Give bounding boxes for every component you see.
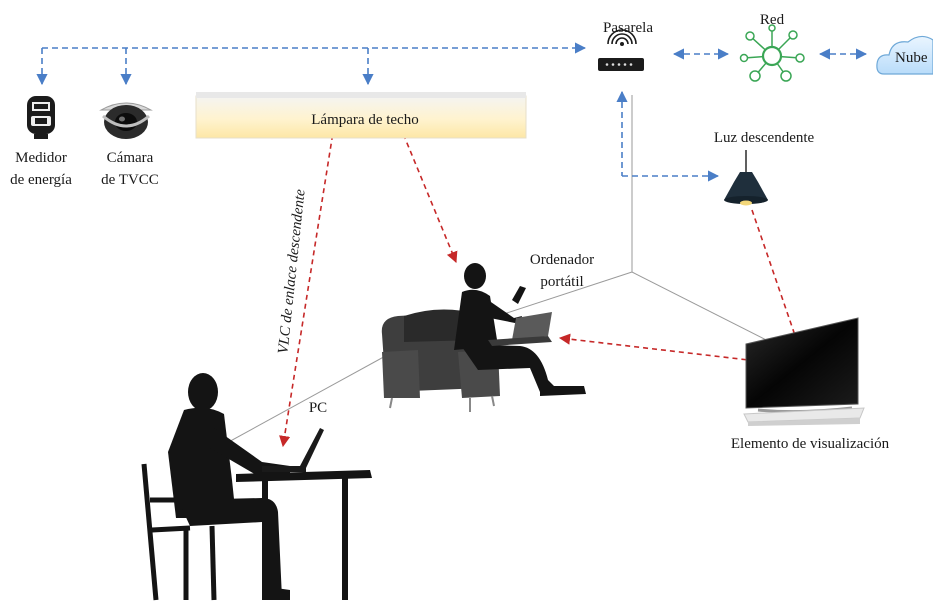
display-label: Elemento de visualización [731, 436, 890, 452]
pc-label: PC [309, 400, 327, 416]
vlc-downlink-label: VLC de enlace descendente [275, 188, 308, 354]
desk [236, 470, 372, 600]
cloud-label: Nube [895, 50, 928, 66]
cctv-camera-icon [99, 102, 153, 139]
tv-display [743, 317, 865, 426]
camera-label-line1: Cámara [107, 150, 154, 166]
network-links [36, 42, 868, 182]
energy-meter-icon [27, 96, 55, 139]
pc-laptop [262, 428, 324, 472]
laptop [488, 312, 552, 346]
downlight-label: Luz descendente [714, 130, 815, 146]
laptop-label-line1: Ordenador [530, 252, 594, 268]
network-hub-icon [739, 24, 805, 82]
gateway-label: Pasarela [603, 20, 653, 36]
ceiling-lamp-panel [195, 92, 527, 139]
meter-label-line1: Medidor [15, 150, 67, 166]
laptop-label-line2: portátil [540, 274, 583, 290]
cloud-icon [876, 35, 933, 75]
camera-label-line2: de TVCC [101, 172, 159, 188]
network-label: Red [760, 12, 785, 28]
room-edges [213, 95, 791, 451]
meter-label-line2: de energía [10, 172, 72, 188]
armchair [381, 309, 500, 412]
person-seated-laptop [454, 263, 586, 396]
router-icon [598, 29, 644, 71]
pendant-lamp-icon [724, 150, 768, 206]
ceiling-lamp-label: Lámpara de techo [311, 112, 418, 128]
person-at-desk [168, 373, 290, 600]
chair [141, 463, 217, 601]
